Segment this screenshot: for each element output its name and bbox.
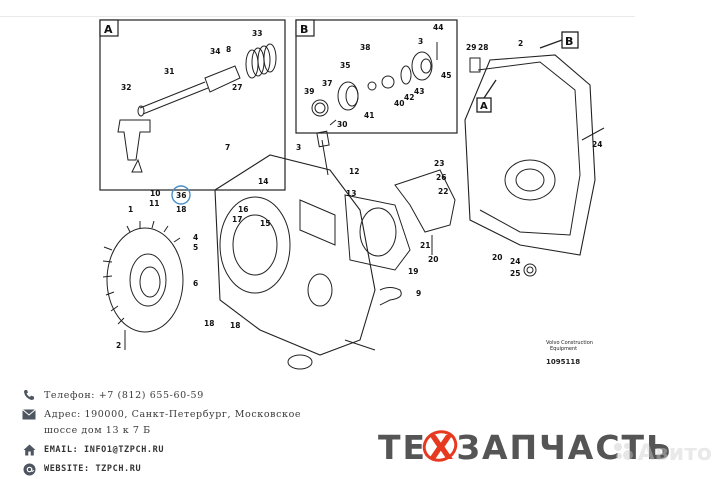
stamp-line2: Equipment (550, 346, 577, 352)
inset-a-frame (99, 19, 286, 191)
part-22: 22 (438, 187, 448, 196)
highlight-36 (171, 185, 191, 205)
part-26: 26 (436, 173, 446, 182)
part-30: 30 (337, 120, 347, 129)
website-text[interactable]: WEBSITE: TZPCH.RU (44, 464, 142, 474)
part-25: 25 (510, 269, 520, 278)
gasket-plate (344, 194, 411, 271)
part-11: 11 (149, 199, 159, 208)
address-text-line2: шоссе дом 13 к 7 Б (44, 424, 151, 436)
inset-a-label: A (104, 23, 113, 36)
part-7: 7 (225, 143, 230, 152)
part-39: 39 (304, 87, 314, 96)
part-33: 33 (252, 29, 262, 38)
at-icon (22, 462, 36, 476)
avito-text: Авито (637, 440, 712, 466)
part-32: 32 (121, 83, 131, 92)
email-row: EMAIL: INFO1@TZPCH.RU (22, 441, 382, 459)
contact-block: Телефон: +7 (812) 655-60-59 Адрес: 19000… (22, 386, 382, 479)
stamp-line1: Volvo Construction (546, 340, 593, 346)
part-17: 17 (232, 215, 242, 224)
email-text[interactable]: EMAIL: INFO1@TZPCH.RU (44, 445, 165, 455)
part-31: 31 (164, 67, 174, 76)
part-44: 44 (433, 23, 443, 32)
fork-assembly (117, 43, 277, 173)
part-24b: 24 (510, 257, 520, 266)
part-28: 28 (478, 43, 488, 52)
inset-b-parts (311, 42, 438, 126)
part-29: 29 (466, 43, 476, 52)
phone-row: Телефон: +7 (812) 655-60-59 (22, 386, 382, 404)
stamp-id: 1095118 (546, 358, 580, 366)
part-42: 42 (404, 93, 414, 102)
part-5: 5 (193, 243, 198, 252)
brand-part2: Х (428, 428, 456, 467)
part-37: 37 (322, 79, 332, 88)
callout-b-label: B (565, 35, 573, 48)
address-row-2: шоссе дом 13 к 7 Б (22, 422, 382, 438)
part-20a: 20 (428, 255, 438, 264)
inset-b-frame (295, 19, 458, 134)
part-14: 14 (258, 177, 268, 186)
part-43: 43 (414, 87, 424, 96)
part-15: 15 (260, 219, 270, 228)
part-18b: 18 (204, 319, 214, 328)
part-23: 23 (434, 159, 444, 168)
avito-watermark: Авито (612, 440, 712, 466)
inset-b-tag (295, 19, 315, 37)
inset-b-label: B (300, 23, 308, 36)
brand-part1: ТЕ (378, 428, 428, 467)
brand-part3: ЗАПЧАСТЬ (456, 428, 674, 467)
envelope-icon (22, 407, 36, 421)
address-row: Адрес: 190000, Санкт-Петербург, Московск… (22, 405, 382, 423)
part-2b: 2 (116, 341, 121, 350)
part-36: 36 (176, 191, 186, 200)
address-text-line1: Адрес: 190000, Санкт-Петербург, Московск… (44, 408, 302, 420)
part-9: 9 (416, 289, 421, 298)
part-2a: 2 (518, 39, 523, 48)
part-12: 12 (349, 167, 359, 176)
callout-a-label: A (480, 101, 488, 112)
exploded-parts-diagram: A B A B 33 34 8 31 32 27 44 38 3 35 37 3… (99, 19, 605, 370)
part-35: 35 (340, 61, 350, 70)
part-41: 41 (364, 111, 374, 120)
part-3: 3 (418, 37, 423, 46)
part-20b: 20 (492, 253, 502, 262)
part-6: 6 (193, 279, 198, 288)
part-13: 13 (346, 189, 356, 198)
top-divider (0, 16, 635, 17)
part-4: 4 (193, 233, 198, 242)
phone-icon (22, 388, 36, 402)
part-21: 21 (420, 241, 430, 250)
home-icon (22, 443, 36, 457)
inset-a-tag (99, 19, 119, 37)
part-38: 38 (360, 43, 370, 52)
rear-housing (464, 54, 605, 277)
part-24a: 24 (592, 140, 602, 149)
part-1: 1 (128, 205, 133, 214)
part-27: 27 (232, 83, 242, 92)
gearbox-housing (214, 130, 402, 370)
avito-logo (612, 440, 634, 466)
part-8: 8 (226, 45, 231, 54)
cover-piece (394, 169, 456, 255)
part-40: 40 (394, 99, 404, 108)
part-18c: 18 (230, 321, 240, 330)
part-10: 10 (150, 189, 160, 198)
brand-accent-ring (422, 430, 458, 462)
brand-logo: ТЕ Х ЗАПЧАСТЬ (378, 428, 673, 467)
part-18a: 18 (176, 205, 186, 214)
website-row: WEBSITE: TZPCH.RU (22, 460, 382, 478)
part-19: 19 (408, 267, 418, 276)
front-flange (102, 220, 184, 350)
part-45: 45 (441, 71, 451, 80)
phone-text[interactable]: Телефон: +7 (812) 655-60-59 (44, 389, 204, 401)
brand-accent-letter: Х (422, 428, 458, 467)
part-3b: 3 (296, 143, 301, 152)
part-16: 16 (238, 205, 248, 214)
part-34: 34 (210, 47, 220, 56)
